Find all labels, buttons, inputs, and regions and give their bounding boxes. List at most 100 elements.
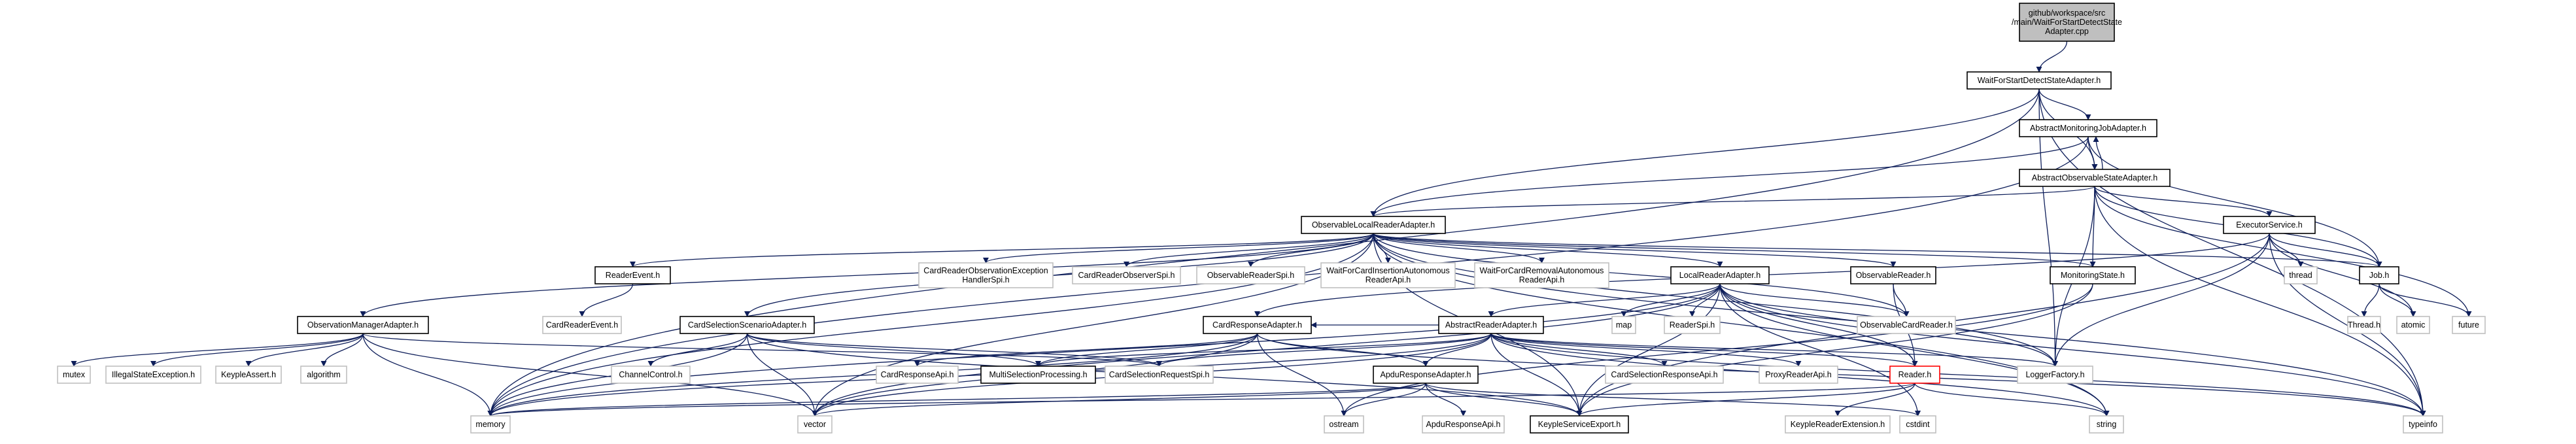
- node-cstdint[interactable]: cstdint: [1899, 415, 1936, 434]
- node-olra[interactable]: ObservableLocalReaderAdapter.h: [1301, 216, 1446, 234]
- node-label: ProxyReaderApi.h: [1765, 370, 1831, 379]
- node-crapi[interactable]: CardResponseApi.h: [876, 366, 959, 384]
- node-label: KeypleReaderExtension.h: [1791, 420, 1885, 429]
- node-label: vector: [804, 420, 826, 429]
- node-label: ReaderApi.h: [1365, 275, 1411, 284]
- node-cra[interactable]: CardResponseAdapter.h: [1203, 316, 1312, 334]
- node-ise[interactable]: IllegalStateException.h: [105, 366, 201, 384]
- node-box: [1889, 366, 1940, 384]
- node-chc[interactable]: ChannelControl.h: [611, 366, 691, 384]
- node-box: [1611, 316, 1636, 334]
- node-box: [2284, 266, 2318, 284]
- node-ostream[interactable]: ostream: [1324, 415, 1364, 434]
- node-obsr[interactable]: ObservableReader.h: [1850, 266, 1936, 284]
- node-kre[interactable]: KeypleReaderExtension.h: [1785, 415, 1891, 434]
- edge-aosa-to-typeinfo: [2094, 186, 2426, 417]
- node-crobs[interactable]: CardReaderObservationExceptionHandlerSpi…: [918, 262, 1054, 288]
- node-box: [2050, 266, 2136, 284]
- node-label: CardResponseApi.h: [881, 370, 954, 379]
- edge-ara-to-csrapi: [1490, 333, 1668, 367]
- node-box: [2396, 316, 2430, 334]
- node-oma[interactable]: ObservationManagerAdapter.h: [297, 316, 429, 334]
- node-box: [1105, 366, 1214, 384]
- edge-olra-to-cssa: [744, 233, 1374, 317]
- node-box: [2359, 266, 2399, 284]
- edge-cssa-to-chc: [647, 333, 748, 367]
- node-revt[interactable]: ReaderEvent.h: [594, 266, 671, 284]
- node-map[interactable]: map: [1611, 316, 1636, 334]
- node-box: [1422, 415, 1505, 434]
- node-label: atomic: [2401, 320, 2426, 330]
- node-string[interactable]: string: [2089, 415, 2124, 434]
- node-label: KeypleServiceExport.h: [1538, 420, 1621, 429]
- edge-ara2-to-kse: [1425, 383, 1583, 417]
- node-label: mutex: [63, 370, 86, 379]
- node-label: LocalReaderAdapter.h: [1679, 271, 1760, 280]
- node-threadh[interactable]: Thread.h: [2347, 316, 2381, 334]
- node-ka[interactable]: KeypleAssert.h: [215, 366, 282, 384]
- edge-olra-to-orspi: [1248, 233, 1374, 267]
- node-label: LoggerFactory.h: [2025, 370, 2084, 379]
- node-reader[interactable]: Reader.h: [1889, 366, 1940, 384]
- node-vector[interactable]: vector: [797, 415, 833, 434]
- node-msp[interactable]: MultiSelectionProcessing.h: [980, 366, 1096, 384]
- node-ara[interactable]: AbstractReaderAdapter.h: [1438, 316, 1544, 334]
- node-box: [1320, 262, 1456, 288]
- edge-wfsdsa-to-olra: [1370, 88, 2040, 217]
- node-wfci[interactable]: WaitForCardInsertionAutonomousReaderApi.…: [1320, 262, 1456, 288]
- node-box: [1759, 366, 1838, 384]
- node-memory[interactable]: memory: [470, 415, 511, 434]
- node-prapi[interactable]: ProxyReaderApi.h: [1759, 366, 1838, 384]
- node-rspi[interactable]: ReaderSpi.h: [1664, 316, 1721, 334]
- node-mons[interactable]: MonitoringState.h: [2050, 266, 2136, 284]
- node-job[interactable]: Job.h: [2359, 266, 2399, 284]
- node-future[interactable]: future: [2452, 316, 2486, 334]
- node-aosa[interactable]: AbstractObservableStateAdapter.h: [2019, 169, 2171, 187]
- node-csrs[interactable]: CardSelectionRequestSpi.h: [1105, 366, 1214, 384]
- node-label: ReaderApi.h: [1519, 275, 1565, 284]
- node-orspi[interactable]: ObservableReaderSpi.h: [1196, 266, 1305, 284]
- node-box: [1664, 316, 1721, 334]
- edge-mons-to-ostream: [1341, 283, 2093, 417]
- edge-olra-to-lf: [1373, 233, 2058, 367]
- node-root[interactable]: github/workspace/src/main/WaitForStartDe…: [2012, 3, 2122, 42]
- node-atomic[interactable]: atomic: [2396, 316, 2430, 334]
- node-lf[interactable]: LoggerFactory.h: [2017, 366, 2093, 384]
- node-box: [300, 366, 347, 384]
- node-label: ApduResponseApi.h: [1426, 420, 1501, 429]
- node-exec[interactable]: ExecutorService.h: [2223, 216, 2316, 234]
- edge-aosa-to-exec: [2094, 186, 2273, 217]
- edge-lra-to-map: [1621, 283, 1721, 317]
- edge-olra-to-oma: [360, 233, 1374, 317]
- node-label: CardReaderObserverSpi.h: [1078, 271, 1175, 280]
- node-algo[interactable]: algorithm: [300, 366, 347, 384]
- node-amja[interactable]: AbstractMonitoringJobAdapter.h: [2019, 119, 2157, 137]
- node-mutex[interactable]: mutex: [57, 366, 91, 384]
- node-cssa[interactable]: CardSelectionScenarioAdapter.h: [679, 316, 815, 334]
- node-label: ExecutorService.h: [2236, 220, 2302, 230]
- node-wfsdsa[interactable]: WaitForStartDetectStateAdapter.h: [1966, 71, 2112, 90]
- node-box: [1899, 415, 1936, 434]
- node-thread[interactable]: thread: [2284, 266, 2318, 284]
- node-label: AbstractReaderAdapter.h: [1445, 320, 1537, 330]
- node-box: [1605, 366, 1724, 384]
- node-csrapi[interactable]: CardSelectionResponseApi.h: [1605, 366, 1724, 384]
- node-typeinfo[interactable]: typeinfo: [2403, 415, 2443, 434]
- edge-cra-to-ostream: [1256, 333, 1347, 417]
- node-ara2[interactable]: ApduResponseAdapter.h: [1373, 366, 1479, 384]
- node-kse[interactable]: KeypleServiceExport.h: [1530, 415, 1629, 434]
- node-label: map: [1616, 320, 1632, 330]
- node-box: [1785, 415, 1891, 434]
- node-box: [1857, 316, 1956, 334]
- node-box: [1966, 71, 2112, 90]
- edge-lra-to-typeinfo: [1719, 283, 2426, 417]
- node-crosp[interactable]: CardReaderObserverSpi.h: [1072, 266, 1181, 284]
- node-lra[interactable]: LocalReaderAdapter.h: [1670, 266, 1770, 284]
- node-arapi[interactable]: ApduResponseApi.h: [1422, 415, 1505, 434]
- node-box: [2223, 216, 2316, 234]
- edge-ara-to-prapi: [1490, 333, 1802, 367]
- edge-ara2-to-memory: [487, 383, 1426, 417]
- node-crevt[interactable]: CardReaderEvent.h: [542, 316, 622, 334]
- node-ocr[interactable]: ObservableCardReader.h: [1857, 316, 1956, 334]
